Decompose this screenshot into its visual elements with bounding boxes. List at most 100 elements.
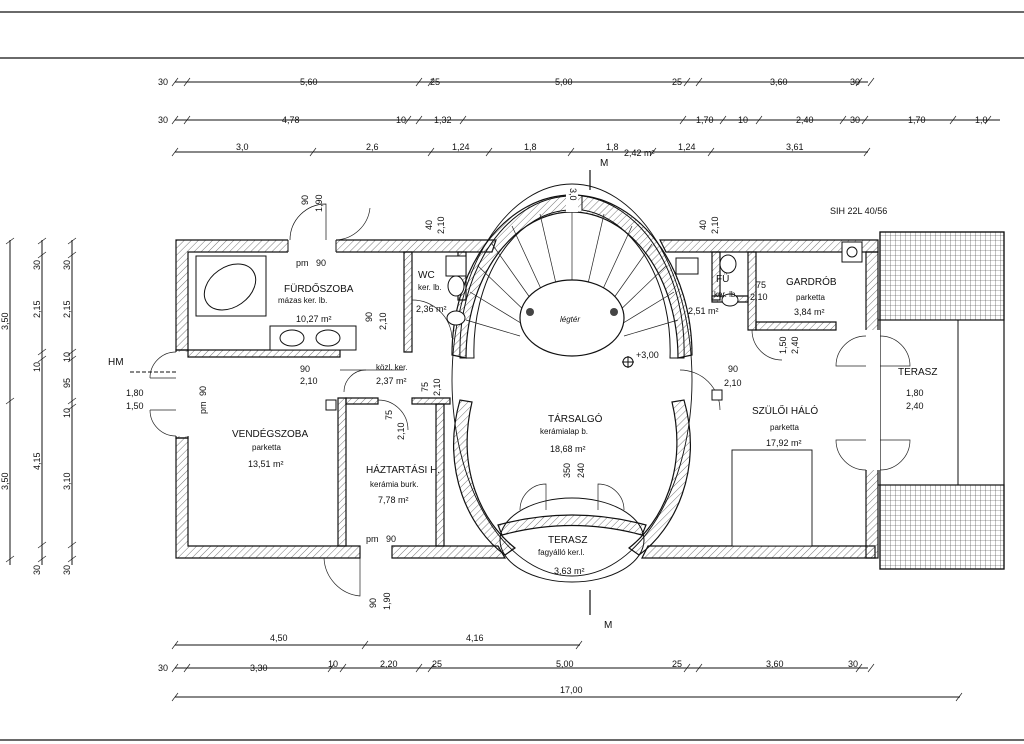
dim-left2-0: 30 — [32, 260, 42, 270]
tag-wc1-h: 2,10 — [436, 216, 446, 234]
dim-top1-3: 5,00 — [555, 77, 573, 87]
room-kozl-name: közl. ker. — [376, 363, 408, 372]
tag-guest-win2: 1,50 — [126, 401, 144, 411]
tag-wc-door: 75 — [420, 382, 430, 392]
dim-left1-1: 3,50 — [0, 472, 10, 490]
dim-top1-1: 5,60 — [300, 77, 318, 87]
tag-guest-pm-w: 90 — [198, 386, 208, 396]
room-vendeg-area: 13,51 m² — [248, 459, 284, 469]
tag-terasz-win2: 2,40 — [906, 401, 924, 411]
dim-bot2-0: 30 — [158, 663, 168, 673]
room-wc1-finish: ker. lb. — [418, 283, 442, 292]
room-tarsalgo-finish: kerámialap b. — [540, 427, 588, 436]
tag-wc-door-h: 2,10 — [432, 378, 442, 396]
dim-left1-0: 3,50 — [0, 312, 10, 330]
room-terasz-front-name: TERASZ — [548, 535, 587, 546]
room-furdoszoba-finish: mázas ker. lb. — [278, 296, 327, 305]
dim-bot1-1: 4,16 — [466, 633, 484, 643]
tag-wc1-w: 40 — [424, 220, 434, 230]
dim-top1-2: 25 — [430, 77, 440, 87]
dim-top3-6: 3,61 — [786, 142, 804, 152]
tag-entry-w: 90 — [368, 598, 378, 608]
room-haztartasi-name: HÁZTARTÁSI H. — [366, 463, 440, 476]
drawing-number: SIH 22L 40/56 — [830, 206, 887, 216]
tag-ter-door-h: 240 — [576, 463, 586, 478]
room-fu-name: FÜ — [716, 273, 729, 285]
room-vendeg-finish: parketta — [252, 443, 281, 452]
room-gardrob-name: GARDRÓB — [786, 275, 837, 288]
dim-top3-4: 1,8 — [606, 142, 619, 152]
room-haztartasi-area: 7,78 m² — [378, 495, 409, 505]
misc-labels: HM M M +3,00 SIH 22L 40/56 — [108, 158, 887, 631]
room-tarsalgo-name: TÁRSALGÓ — [548, 412, 603, 425]
dim-top2-8: 1,70 — [908, 115, 926, 125]
dim-top2-7: 30 — [850, 115, 860, 125]
tag-terasz-win: 1,80 — [906, 388, 924, 398]
tag-pm-top-w: 90 — [316, 258, 326, 268]
doors — [149, 203, 911, 597]
section-top-label: M — [600, 158, 608, 169]
bottom-dimensions: 4,50 4,16 30 3,30 10 2,20 25 5,00 25 3,6… — [158, 633, 963, 702]
tag-ter-door-w: 350 — [562, 463, 572, 478]
room-terasz-side-name: TERASZ — [898, 367, 937, 378]
dim-left3-2: 10 — [62, 352, 72, 362]
tag-hazt-door-h: 2,10 — [396, 422, 406, 440]
dim-bot2-8: 30 — [848, 659, 858, 669]
dim-top2-3: 1,32 — [434, 115, 452, 125]
dim-bot2-7: 3,60 — [766, 659, 784, 669]
room-haztartasi-finish: kerámia burk. — [370, 480, 418, 489]
dim-top2-2: 10 — [396, 115, 406, 125]
tag-gard-door-h: 2,10 — [750, 292, 768, 302]
tag-szul-win2: 2,40 — [790, 336, 800, 354]
room-fu-finish: ker. lb. — [714, 290, 738, 299]
dim-left3-6: 30 — [62, 565, 72, 575]
dim-top2-1: 4,78 — [282, 115, 300, 125]
tag-stair-top: 3,0 — [568, 188, 578, 201]
room-szuloi-area: 17,92 m² — [766, 438, 802, 448]
room-gardrob-finish: parketta — [796, 293, 825, 302]
dim-top1-0: 30 — [158, 77, 168, 87]
level-label: +3,00 — [636, 350, 659, 360]
tag-bath-door-h: 2,10 — [378, 312, 388, 330]
dim-top3-1: 2,6 — [366, 142, 379, 152]
side-terrace-blocks — [878, 231, 1005, 570]
tag-szul-win: 1,50 — [778, 336, 788, 354]
tag-bath-top: 90 — [300, 195, 310, 205]
dim-bot2-6: 25 — [672, 659, 682, 669]
dim-top3-3: 1,8 — [524, 142, 537, 152]
dim-left2-4: 30 — [32, 565, 42, 575]
room-kozl-area: 2,37 m² — [376, 376, 407, 386]
dim-left3-1: 2,15 — [62, 300, 72, 318]
dim-left3-4: 10 — [62, 408, 72, 418]
dim-top3-0: 3,0 — [236, 142, 249, 152]
room-fu-area: 2,51 m² — [688, 306, 719, 316]
left-dimensions: 3,50 3,50 30 2,15 10 4,15 30 30 2,15 10 … — [0, 237, 77, 575]
room-vendeg-name: VENDÉGSZOBA — [232, 427, 308, 440]
dim-left3-5: 3,10 — [62, 472, 72, 490]
dim-top2-9: 1,0 — [975, 115, 988, 125]
tag-pm-bot-w: 90 — [386, 534, 396, 544]
section-bottom-label: M — [604, 620, 612, 631]
dim-top2-6: 2,40 — [796, 115, 814, 125]
tag-szul-door-h: 2,10 — [724, 378, 742, 388]
dim-left2-1: 2,15 — [32, 300, 42, 318]
tag-szul-door: 90 — [728, 364, 738, 374]
dim-bot2-2: 10 — [328, 659, 338, 669]
dim-left3-0: 30 — [62, 260, 72, 270]
tag-kozl-door: 90 — [300, 364, 310, 374]
dim-left2-3: 4,15 — [32, 452, 42, 470]
tag-fu-w: 40 — [698, 220, 708, 230]
dim-top1-4: 25 — [672, 77, 682, 87]
dim-bot2-5: 5,00 — [556, 659, 574, 669]
hm-label: HM — [108, 357, 124, 368]
room-gardrob-area: 3,84 m² — [794, 307, 825, 317]
room-szuloi-name: SZÜLŐI HÁLÓ — [752, 403, 818, 417]
central-oval — [451, 183, 693, 583]
dim-top3-5: 1,24 — [678, 142, 696, 152]
dim-top2-4: 1,70 — [696, 115, 714, 125]
dim-top1-6: 30 — [850, 77, 860, 87]
dim-top2-0: 30 — [158, 115, 168, 125]
room-tarsalgo-area: 18,68 m² — [550, 444, 586, 454]
fixtures — [195, 170, 813, 615]
